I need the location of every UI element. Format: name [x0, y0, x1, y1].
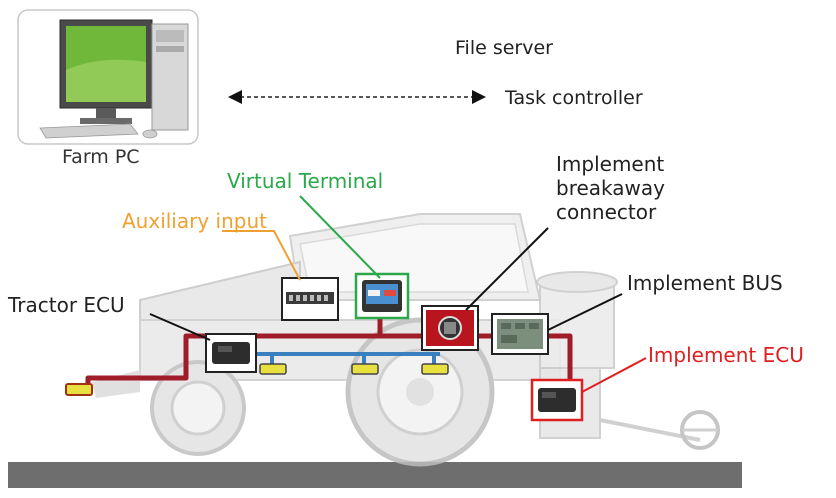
farm-pc-label: Farm PC — [62, 146, 140, 168]
breakaway-line-1: Implement — [556, 152, 665, 176]
implement-ecu-box — [530, 378, 584, 422]
virtual-terminal-pointer — [299, 195, 381, 279]
connection-arrow — [228, 90, 486, 104]
ground — [8, 462, 742, 488]
implement-bus-box — [491, 313, 549, 355]
breakaway-connector-box — [421, 305, 479, 351]
tractor-ecu-label: Tractor ECU — [8, 293, 125, 317]
auxiliary-input-label: Auxiliary input — [122, 209, 267, 233]
auxiliary-input-pointer — [222, 230, 301, 281]
task-controller-label: Task controller — [505, 87, 643, 109]
bus-terminators — [65, 363, 449, 396]
file-server-label: File server — [455, 37, 553, 59]
tractor-icon — [92, 213, 561, 467]
breakaway-line-2: breakaway — [556, 176, 665, 200]
implement-bus-label: Implement BUS — [627, 271, 783, 295]
desktop-computer-icon — [39, 19, 189, 139]
virtual-terminal-label: Virtual Terminal — [227, 169, 384, 193]
implement-ecu-label: Implement ECU — [648, 343, 804, 367]
implement-breakaway-connector-label: Implement breakaway connector — [556, 152, 665, 224]
breakaway-line-3: connector — [556, 200, 657, 224]
tractor-ecu-pointer — [149, 313, 211, 341]
auxiliary-input-box — [281, 277, 339, 321]
implement-bus-pointer — [547, 293, 623, 331]
tractor-ecu-box — [205, 333, 257, 373]
breakaway-connector-pointer — [465, 227, 549, 311]
virtual-terminal-box — [354, 272, 410, 320]
implement-ecu-pointer — [581, 357, 647, 393]
